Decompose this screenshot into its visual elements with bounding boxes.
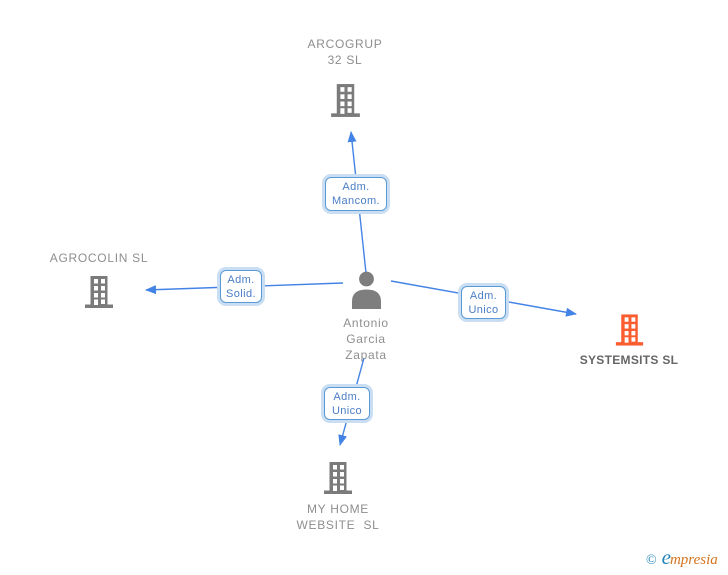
logo-initial: e [661,545,671,569]
logo-text: mpresia [669,552,718,568]
node-label-agrocolin: AGROCOLIN SL [49,251,149,265]
node-label-myhome: MY HOME WEBSITE SL [296,502,380,532]
edge-label-adm-unico-right: Adm. Unico [461,286,506,319]
building-icon [330,84,360,117]
edge-label-adm-unico-bottom: Adm. Unico [324,387,370,420]
person-icon [351,271,381,309]
node-label-systemsits: SYSTEMSITS SL [579,353,679,367]
node-label-person: Antonio Garcia Zapata [343,316,389,362]
building-icon [615,314,643,346]
edge-label-adm-solid: Adm. Solid. [220,270,262,303]
node-agrocolin[interactable]: AGROCOLIN SL [29,250,169,310]
copyright-icon: © [646,553,657,568]
node-myhome[interactable]: MY HOME WEBSITE SL [268,460,408,533]
node-systemsits[interactable]: SYSTEMSITS SL [559,312,699,368]
empresia-logo[interactable]: © e mpresia [646,547,718,569]
building-icon [85,276,113,308]
node-arcogrup[interactable]: ARCOGRUP 32 SL [275,36,415,119]
edge-label-adm-mancom: Adm. Mancom. [325,177,387,211]
node-label-arcogrup: ARCOGRUP 32 SL [307,37,383,67]
node-person[interactable]: Antonio Garcia Zapata [296,271,436,363]
building-icon [324,462,352,494]
